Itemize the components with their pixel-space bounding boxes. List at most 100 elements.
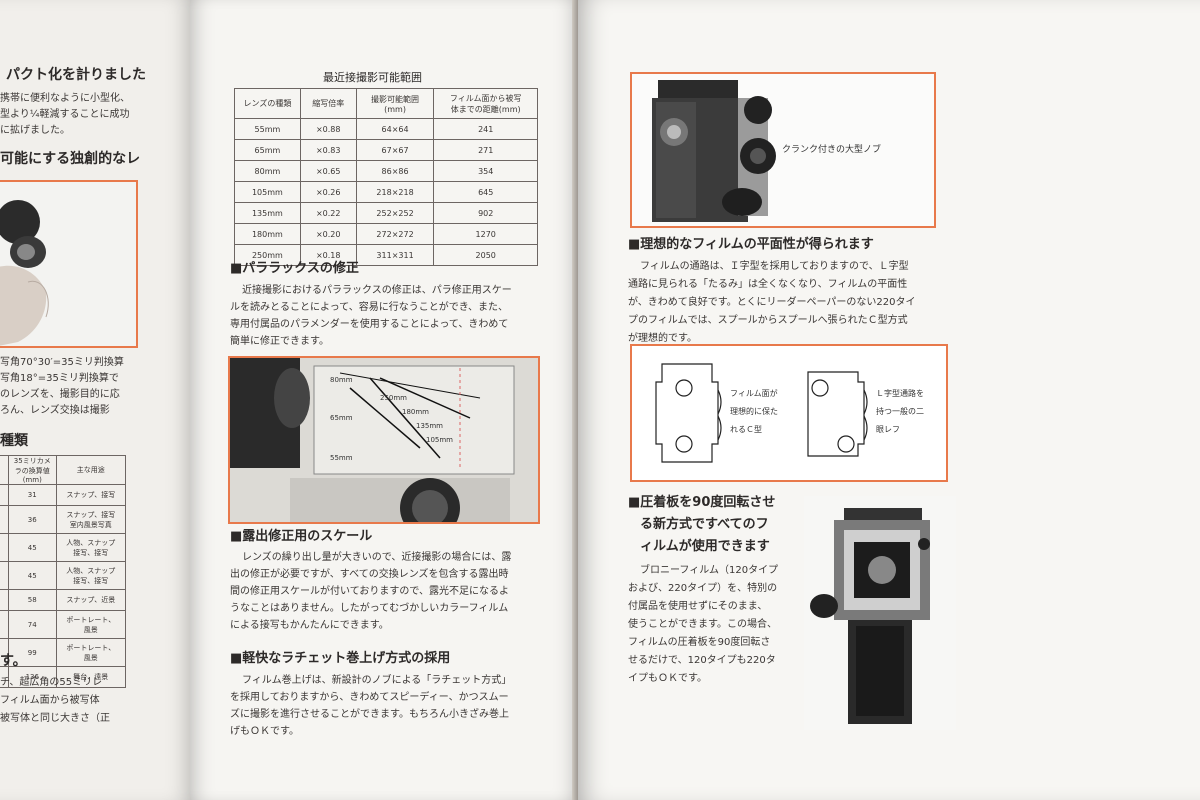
table-cell: 58	[7, 589, 57, 611]
scale-label-135: 135mm	[416, 422, 443, 430]
l-type-spool-top	[811, 379, 829, 397]
table-cell: 354	[433, 160, 538, 182]
l-type-label-1: Ｌ字型通路を	[876, 388, 924, 398]
c-type-spool-bottom	[675, 435, 693, 453]
camera-crank-image: クランク付きの大型ノブ	[632, 74, 934, 226]
left-text-bottom-3: 被写体と同じ大きさ（正	[0, 713, 110, 724]
flatness-heading: ■理想的なフィルムの平面性が得られます	[628, 237, 874, 252]
left-text-top-1: 携帯に便利なように小型化、	[0, 93, 130, 104]
table-cell: ×0.18	[299, 244, 357, 266]
rotating-back-photo	[804, 496, 956, 730]
table-cell: 135mm	[234, 202, 301, 224]
exposure-heading: ■露出修正用のスケール	[230, 529, 373, 544]
parallax-scale-image: 80mm 65mm 55mm 250mm 180mm 135mm 105mm	[230, 358, 538, 522]
table-cell: 65mm	[234, 139, 301, 161]
left-text-top-2: 型より¼軽減することに成功	[0, 109, 130, 120]
flatness-text-3: が、きわめて良好です。とくにリーダーペーパーのない220タイ	[628, 297, 916, 308]
c-type-label-3: れるＣ型	[730, 425, 762, 434]
close-range-table-title: 最近接撮影可能範囲	[323, 71, 422, 84]
table-cell: 272×272	[355, 223, 435, 245]
l-type-spool-bottom	[837, 435, 855, 453]
left-text-top-3: に拡げました。	[0, 125, 70, 136]
table-cell: 64×64	[355, 118, 435, 140]
close-range-table: レンズの種類 縮写倍率 撮影可能範囲 (mm) フィルム面から被写 体までの距離…	[234, 88, 538, 266]
table-cell: 舞台、遠景	[55, 666, 127, 688]
lens-use-header-use: 主な用途	[55, 455, 127, 485]
scale-label-65: 65mm	[330, 414, 353, 422]
ratchet-text-3: ズに撮影を進行させることができます。もちろん小きざみ巻上	[230, 709, 509, 720]
flatness-text-2: 通路に見られる「たるみ」は全くなくなり、フィルムの平面性	[628, 279, 908, 290]
left-heading-top: パクト化を計りました	[6, 67, 146, 83]
film-path-diagram-frame: フィルム面が 理想的に保た れるＣ型 Ｌ字型通路を 持つ一般の二 眼レフ	[630, 344, 948, 482]
table-cell: 55mm	[234, 118, 301, 140]
back-text-4: 使うことができます。この場合、	[628, 619, 777, 630]
table-cell: 2050	[433, 244, 538, 266]
flatness-text-1: フィルムの通路は、Ｉ字型を採用しておりますので、Ｌ字型	[640, 261, 909, 272]
back-text-5: フィルムの圧着板を90度回転さ	[628, 637, 771, 648]
exposure-text-2: 出の修正が必要ですが、すべての交換レンズを包含する露出時	[230, 569, 509, 580]
back-heading-1: ■圧着板を90度回転させ	[628, 495, 776, 510]
table-cell: 86×86	[355, 160, 435, 182]
hand-with-camera-image	[0, 182, 136, 346]
ratchet-heading: ■軽快なラチェット巻上げ方式の採用	[230, 651, 451, 666]
table-cell: 74	[7, 610, 57, 639]
table-cell: 67×67	[355, 139, 435, 161]
l-type-body	[807, 371, 865, 457]
table-cell: ポートレート、 風景	[55, 610, 127, 639]
left-text-mid-1: 写角70°30′=35ミリ判換算	[0, 357, 124, 368]
table-cell: 252×252	[355, 202, 435, 224]
crank-caption: クランク付きの大型ノブ	[782, 143, 881, 155]
table-cell: 241	[433, 118, 538, 140]
table-cell: ポートレート、 風景	[55, 638, 127, 667]
c-type-label-2: 理想的に保た	[730, 406, 778, 416]
left-text-bottom-1: チ、超広角の55ミリレ	[0, 677, 103, 688]
table-cell: ×0.88	[299, 118, 357, 140]
back-heading-2: る新方式ですべてのフ	[640, 517, 769, 532]
table-cell: 271	[433, 139, 538, 161]
scale-label-250: 250mm	[380, 394, 407, 402]
table-cell: 902	[433, 202, 538, 224]
parallax-text-1: 近接撮影におけるパララックスの修正は、パラ修正用スケー	[242, 285, 512, 296]
table-cell: 人物、スナップ 接写、接写	[55, 533, 127, 562]
parallax-text-4: 簡単に修正できます。	[230, 336, 329, 347]
left-heading-4: す。	[0, 653, 27, 669]
flatness-text-5: が理想的です。	[628, 333, 697, 344]
table-cell: 645	[433, 181, 538, 203]
scale-label-55: 55mm	[330, 454, 353, 462]
table-cell: ×0.22	[299, 202, 357, 224]
table-cell: 99	[7, 638, 57, 667]
back-text-1: ブロニーフィルム（120タイプ	[640, 565, 779, 576]
c-type-body	[655, 363, 719, 463]
left-text-mid-2: 写角18°=35ミリ判換算で	[0, 373, 119, 384]
back-text-6: せるだけで、120タイプも220タ	[628, 655, 776, 666]
scale-label-180: 180mm	[402, 408, 429, 416]
table-cell: 45	[7, 561, 57, 590]
col-header-range: 撮影可能範囲 (mm)	[355, 88, 435, 119]
middle-page: 最近接撮影可能範囲 レンズの種類 縮写倍率 撮影可能範囲 (mm) フィルム面か…	[190, 0, 578, 800]
c-type-label-1: フィルム面が	[730, 388, 778, 398]
table-cell: ×0.20	[299, 223, 357, 245]
table-cell: ×0.83	[299, 139, 357, 161]
exposure-text-1: レンズの繰り出し量が大きいので、近接撮影の場合には、露	[242, 552, 512, 563]
parallax-heading: ■パララックスの修正	[230, 261, 359, 276]
exposure-text-5: による接写もかんたんにできます。	[230, 620, 389, 631]
table-cell: スナップ、接写	[55, 484, 127, 506]
table-cell: 218×218	[355, 181, 435, 203]
table-cell: 1270	[433, 223, 538, 245]
c-type-spool-top	[675, 379, 693, 397]
col-header-lens: レンズの種類	[234, 88, 301, 119]
table-cell: ×0.26	[299, 181, 357, 203]
left-text-bottom-2: フィルム面から被写体	[0, 695, 100, 706]
parallax-text-3: 専用付属品のパラメンダーを使用することによって、きわめて	[230, 319, 509, 330]
